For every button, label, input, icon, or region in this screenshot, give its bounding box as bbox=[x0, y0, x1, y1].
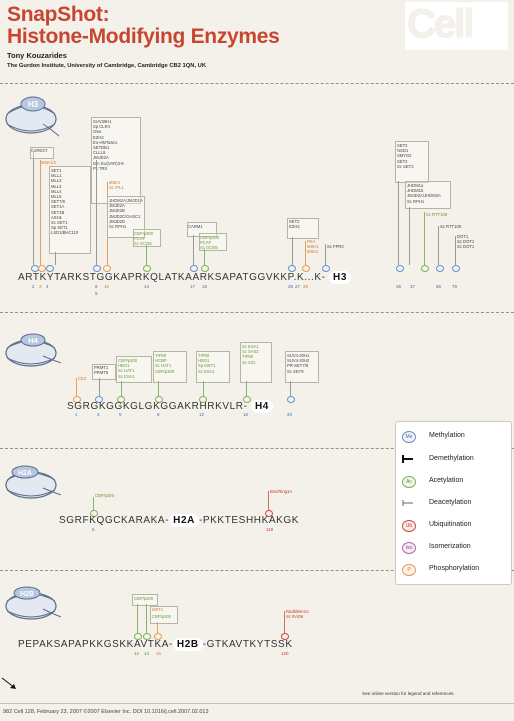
h4-seq-text: SGRGKGGKGLGKGGAKRHRKVLR- bbox=[67, 401, 248, 412]
h4-name: H4 bbox=[250, 400, 273, 413]
author: Tony Kouzarides bbox=[7, 51, 67, 60]
h4-pos-8: 8 bbox=[157, 412, 160, 417]
h3-pos-10: 10 bbox=[104, 284, 110, 289]
online-note: See online version for legend and refere… bbox=[362, 691, 455, 696]
h3-pos-4: 4 bbox=[46, 284, 49, 289]
h2a-seq-left: SGRFKQGCKARAKA- bbox=[59, 515, 170, 526]
legend-item-ubiquitination: Ub Ubiquitination bbox=[402, 519, 510, 533]
nucleosome-h3-icon: H3 bbox=[5, 96, 59, 137]
h3-pos-2: 2 bbox=[32, 284, 35, 289]
divider bbox=[0, 83, 514, 84]
page-footer: 982 Cell 128, February 23, 2007 ©2007 El… bbox=[3, 709, 209, 715]
affiliation: The Gurdon Institute, University of Camb… bbox=[7, 63, 207, 69]
legend-item-phosphorylation: P Phosphorylation bbox=[402, 563, 510, 577]
page-title: SnapShot: Histone-Modifying Enzymes bbox=[7, 4, 280, 48]
divider bbox=[0, 448, 514, 449]
h2a-tag: H2A bbox=[18, 470, 32, 477]
h2b-pos-12: 12 bbox=[134, 651, 140, 656]
h3-pos-36: 36 bbox=[396, 284, 402, 289]
h2a-pos-5: 5 bbox=[92, 527, 95, 532]
h3-pos-17: 17 bbox=[190, 284, 196, 289]
divider bbox=[0, 312, 514, 313]
nucleosome-h4-icon: H4 bbox=[5, 333, 61, 367]
h2a-name: H2A bbox=[169, 514, 199, 527]
h3-pos-9: 9 bbox=[95, 291, 98, 296]
h3-pos-79: 79 bbox=[452, 284, 458, 289]
legend-label: Ubiquitination bbox=[429, 521, 472, 528]
h4-pos-1: 1 bbox=[75, 412, 78, 417]
demethylation-icon bbox=[402, 454, 414, 464]
arrow-icon bbox=[1, 677, 16, 689]
h4-tag: H4 bbox=[28, 336, 38, 345]
methylation-icon: Me bbox=[402, 431, 416, 443]
h3-pos-14: 14 bbox=[144, 284, 150, 289]
h2b-pos-15: 15 bbox=[156, 651, 162, 656]
h4-pos-3: 3 bbox=[97, 412, 100, 417]
h3-pos-3: 3 bbox=[39, 284, 42, 289]
h4-pos-5: 5 bbox=[119, 412, 122, 417]
h3-pos-26: 26 bbox=[288, 284, 294, 289]
title-line-1: SnapShot: bbox=[7, 3, 110, 26]
cell-logo: Cell bbox=[405, 2, 508, 50]
legend-item-deacetylation: Deacetylation bbox=[402, 497, 510, 511]
deacetylation-icon bbox=[402, 498, 414, 508]
h3-sequence: ARTKYTARKSTGGKAPRKQLATKAARKSAPATGGVKKP.K… bbox=[18, 271, 352, 284]
h4-pos-20: 20 bbox=[287, 412, 293, 417]
legend-item-isomerization: Iso Isomerization bbox=[402, 541, 510, 555]
legend: Me Methylation Demethylation Ac Acetylat… bbox=[395, 421, 512, 585]
legend-label: Deacetylation bbox=[429, 499, 472, 506]
h2b-seq-right: -GTKAVTKYTSSK bbox=[202, 639, 293, 650]
h2b-pos-14: 14 bbox=[144, 651, 150, 656]
legend-item-acetylation: Ac Acetylation bbox=[402, 475, 510, 489]
h3-pos-56: 56 bbox=[436, 284, 442, 289]
h4-pos-16: 16 bbox=[243, 412, 249, 417]
h2a-sequence: SGRFKQGCKARAKA-H2A-PKKTESHHKAKGK bbox=[59, 514, 300, 527]
h3-pos-27: 27 bbox=[295, 284, 301, 289]
h4-pos-12: 12 bbox=[199, 412, 205, 417]
phosphorylation-icon: P bbox=[402, 564, 416, 576]
cell-logo-text: Cell bbox=[407, 2, 474, 46]
divider bbox=[0, 703, 514, 704]
legend-item-methylation: Me Methylation bbox=[402, 430, 510, 444]
isomerization-icon: Iso bbox=[402, 542, 416, 554]
h3-tag: H3 bbox=[28, 100, 39, 109]
h4-sequence: SGRGKGGKGLGKGGAKRHRKVLR- H4 bbox=[67, 400, 273, 413]
acetylation-icon: Ac bbox=[402, 476, 416, 488]
h3-pos-8: 8 bbox=[95, 284, 98, 289]
h2a-pos-119: 119 bbox=[266, 527, 274, 532]
h3-pos-37: 37 bbox=[410, 284, 416, 289]
divider bbox=[0, 570, 514, 571]
h2b-seq-left: PEPAKSAPAPKKGSKKAVTKA- bbox=[18, 639, 173, 650]
nucleosome-h2a-icon: H2A bbox=[5, 465, 61, 499]
h3-pos-28: 28 bbox=[303, 284, 309, 289]
ubiquitination-icon: Ub bbox=[402, 520, 416, 532]
h3-pos-18: 18 bbox=[202, 284, 208, 289]
h3-seq-text: ARTKYTARKSTGGKAPRKQLATKAARKSAPATGGVKKP.K… bbox=[18, 272, 326, 283]
legend-label: Acetylation bbox=[429, 477, 464, 484]
nucleosome-h2b-icon: H2B bbox=[5, 586, 61, 620]
legend-label: Demethylation bbox=[429, 455, 474, 462]
h2b-sequence: PEPAKSAPAPKKGSKKAVTKA-H2B-GTKAVTKYTSSK bbox=[18, 638, 293, 651]
legend-label: Isomerization bbox=[429, 543, 471, 550]
h3-name: H3 bbox=[329, 271, 352, 284]
h2b-tag: H2B bbox=[20, 591, 34, 598]
h2b-pos-120: 120 bbox=[281, 651, 289, 656]
h2a-seq-right: -PKKTESHHKAKGK bbox=[198, 515, 300, 526]
h2b-name: H2B bbox=[172, 638, 203, 651]
title-line-2: Histone-Modifying Enzymes bbox=[7, 25, 280, 48]
legend-label: Methylation bbox=[429, 432, 465, 439]
legend-item-demethylation: Demethylation bbox=[402, 453, 510, 467]
legend-label: Phosphorylation bbox=[429, 565, 480, 572]
